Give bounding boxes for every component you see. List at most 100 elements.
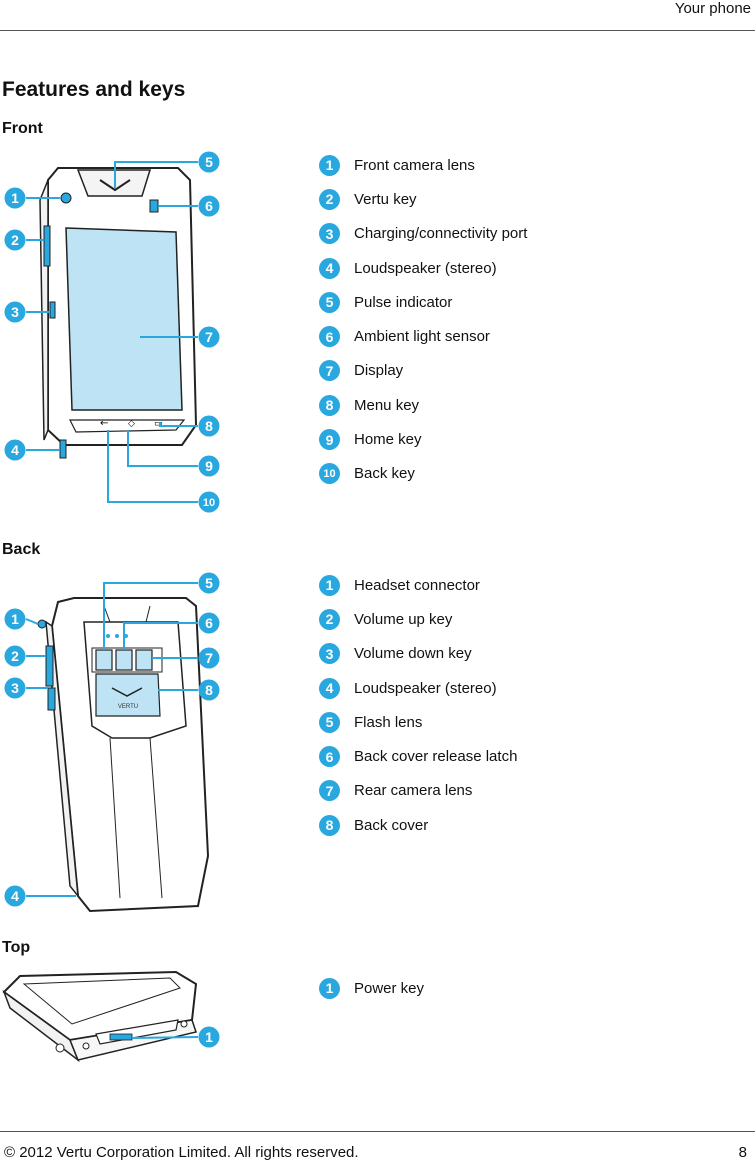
callout-number: 2 bbox=[11, 648, 19, 664]
callout-marker bbox=[4, 645, 26, 667]
list-item: 2 Volume up key bbox=[319, 602, 517, 636]
list-item: 8 Back cover bbox=[319, 808, 517, 842]
number-badge: 9 bbox=[319, 429, 340, 451]
callout-marker bbox=[4, 187, 26, 209]
callout-number: 5 bbox=[205, 154, 213, 170]
callout-number: 1 bbox=[11, 190, 19, 206]
item-label: Flash lens bbox=[354, 713, 423, 731]
number-badge: 4 bbox=[319, 677, 340, 699]
list-item: 1 Headset connector bbox=[319, 568, 517, 602]
item-label: Front camera lens bbox=[354, 156, 475, 174]
number-badge: 3 bbox=[319, 223, 340, 245]
list-item: 7 Rear camera lens bbox=[319, 774, 517, 808]
number-badge: 6 bbox=[319, 746, 340, 768]
number-badge: 5 bbox=[319, 291, 340, 313]
callout-number: 2 bbox=[11, 232, 19, 248]
callout-marker bbox=[198, 151, 220, 173]
back-key-list: 1 Headset connector 2 Volume up key 3 Volum… bbox=[319, 568, 517, 842]
callout-marker bbox=[4, 885, 26, 907]
item-label: Vertu key bbox=[354, 190, 417, 208]
front-section-title: Front bbox=[2, 120, 43, 137]
number-badge: 7 bbox=[319, 780, 340, 802]
callout-marker bbox=[4, 677, 26, 699]
callout-number: 6 bbox=[205, 615, 213, 631]
item-label: Ambient light sensor bbox=[354, 328, 490, 346]
number-badge: 10 bbox=[319, 463, 340, 485]
number-badge: 2 bbox=[319, 188, 340, 210]
list-item: 10 Back key bbox=[319, 457, 527, 491]
item-label: Headset connector bbox=[354, 576, 480, 594]
callout-marker bbox=[198, 326, 220, 348]
number-badge: 1 bbox=[319, 574, 340, 596]
callout-number: 8 bbox=[205, 682, 213, 698]
header-divider bbox=[0, 30, 755, 31]
item-label: Menu key bbox=[354, 396, 420, 414]
item-label: Rear camera lens bbox=[354, 782, 473, 800]
top-key-list: 1 Power key bbox=[319, 971, 424, 1005]
list-item: 3 Volume down key bbox=[319, 637, 517, 671]
number-badge: 5 bbox=[319, 711, 340, 733]
item-label: Volume down key bbox=[354, 645, 472, 663]
top-phone-illustration: 1 bbox=[2, 970, 220, 1063]
back-phone-illustration: VERTU 1 2 3 4 5 6 7 8 bbox=[4, 572, 220, 913]
callout-number: 1 bbox=[205, 1029, 213, 1045]
callout-number: 9 bbox=[205, 458, 213, 474]
item-label: Volume up key bbox=[354, 610, 453, 628]
number-badge: 8 bbox=[319, 814, 340, 836]
item-label: Power key bbox=[354, 979, 425, 997]
callout-number: 4 bbox=[11, 888, 19, 904]
callout-marker bbox=[4, 301, 26, 323]
number-badge: 1 bbox=[319, 154, 340, 176]
item-label: Back cover release latch bbox=[354, 748, 518, 766]
list-item: 5 Pulse indicator bbox=[319, 285, 527, 319]
callout-marker bbox=[4, 229, 26, 251]
callout-marker bbox=[198, 572, 220, 594]
callout-number: 1 bbox=[11, 611, 19, 627]
callout-marker bbox=[198, 491, 220, 513]
callout-marker bbox=[198, 195, 220, 217]
footer-divider bbox=[0, 1131, 755, 1132]
svg-text:◇: ◇ bbox=[128, 419, 135, 429]
callout-marker bbox=[198, 1026, 220, 1048]
front-callout-badges: 1 2 3 4 5 6 7 8 9 10 bbox=[4, 151, 220, 513]
list-item: 2 Vertu key bbox=[319, 182, 527, 216]
callout-number: 8 bbox=[205, 418, 213, 434]
list-item: 9 Home key bbox=[319, 422, 527, 456]
item-label: Pulse indicator bbox=[354, 293, 453, 311]
item-label: Back cover bbox=[354, 816, 429, 834]
svg-text:←: ← bbox=[100, 418, 108, 429]
list-item: 5 Flash lens bbox=[319, 705, 517, 739]
page-heading: Features and keys bbox=[2, 78, 186, 101]
item-label: Back key bbox=[354, 465, 415, 483]
number-badge: 1 bbox=[319, 977, 340, 999]
top-section-title: Top bbox=[2, 939, 31, 956]
number-badge: 8 bbox=[319, 394, 340, 416]
callout-marker bbox=[198, 455, 220, 477]
callout-marker bbox=[198, 679, 220, 701]
number-badge: 3 bbox=[319, 643, 340, 665]
number-badge: 7 bbox=[319, 360, 340, 382]
page-number: 8 bbox=[738, 1144, 747, 1161]
item-label: Loudspeaker (stereo) bbox=[354, 259, 497, 277]
callout-marker bbox=[198, 612, 220, 634]
item-label: Home key bbox=[354, 431, 422, 449]
list-item: 1 Power key bbox=[319, 971, 424, 1005]
back-section-title: Back bbox=[2, 541, 41, 558]
number-badge: 2 bbox=[319, 608, 340, 630]
list-item: 8 Menu key bbox=[319, 388, 527, 422]
callout-number: 4 bbox=[11, 442, 19, 458]
callout-number: 3 bbox=[11, 304, 19, 320]
callout-number: 10 bbox=[203, 497, 215, 509]
callout-marker bbox=[4, 439, 26, 461]
svg-text:▭: ▭ bbox=[154, 419, 163, 429]
callout-marker bbox=[198, 647, 220, 669]
front-phone-illustration: ← ◇ ▭ 1 2 3 4 5 6 7 8 9 10 bbox=[4, 151, 220, 513]
callout-number: 3 bbox=[11, 680, 19, 696]
callout-number: 7 bbox=[205, 329, 213, 345]
vertu-logo-text: VERTU bbox=[118, 704, 138, 710]
list-item: 1 Front camera lens bbox=[319, 148, 527, 182]
